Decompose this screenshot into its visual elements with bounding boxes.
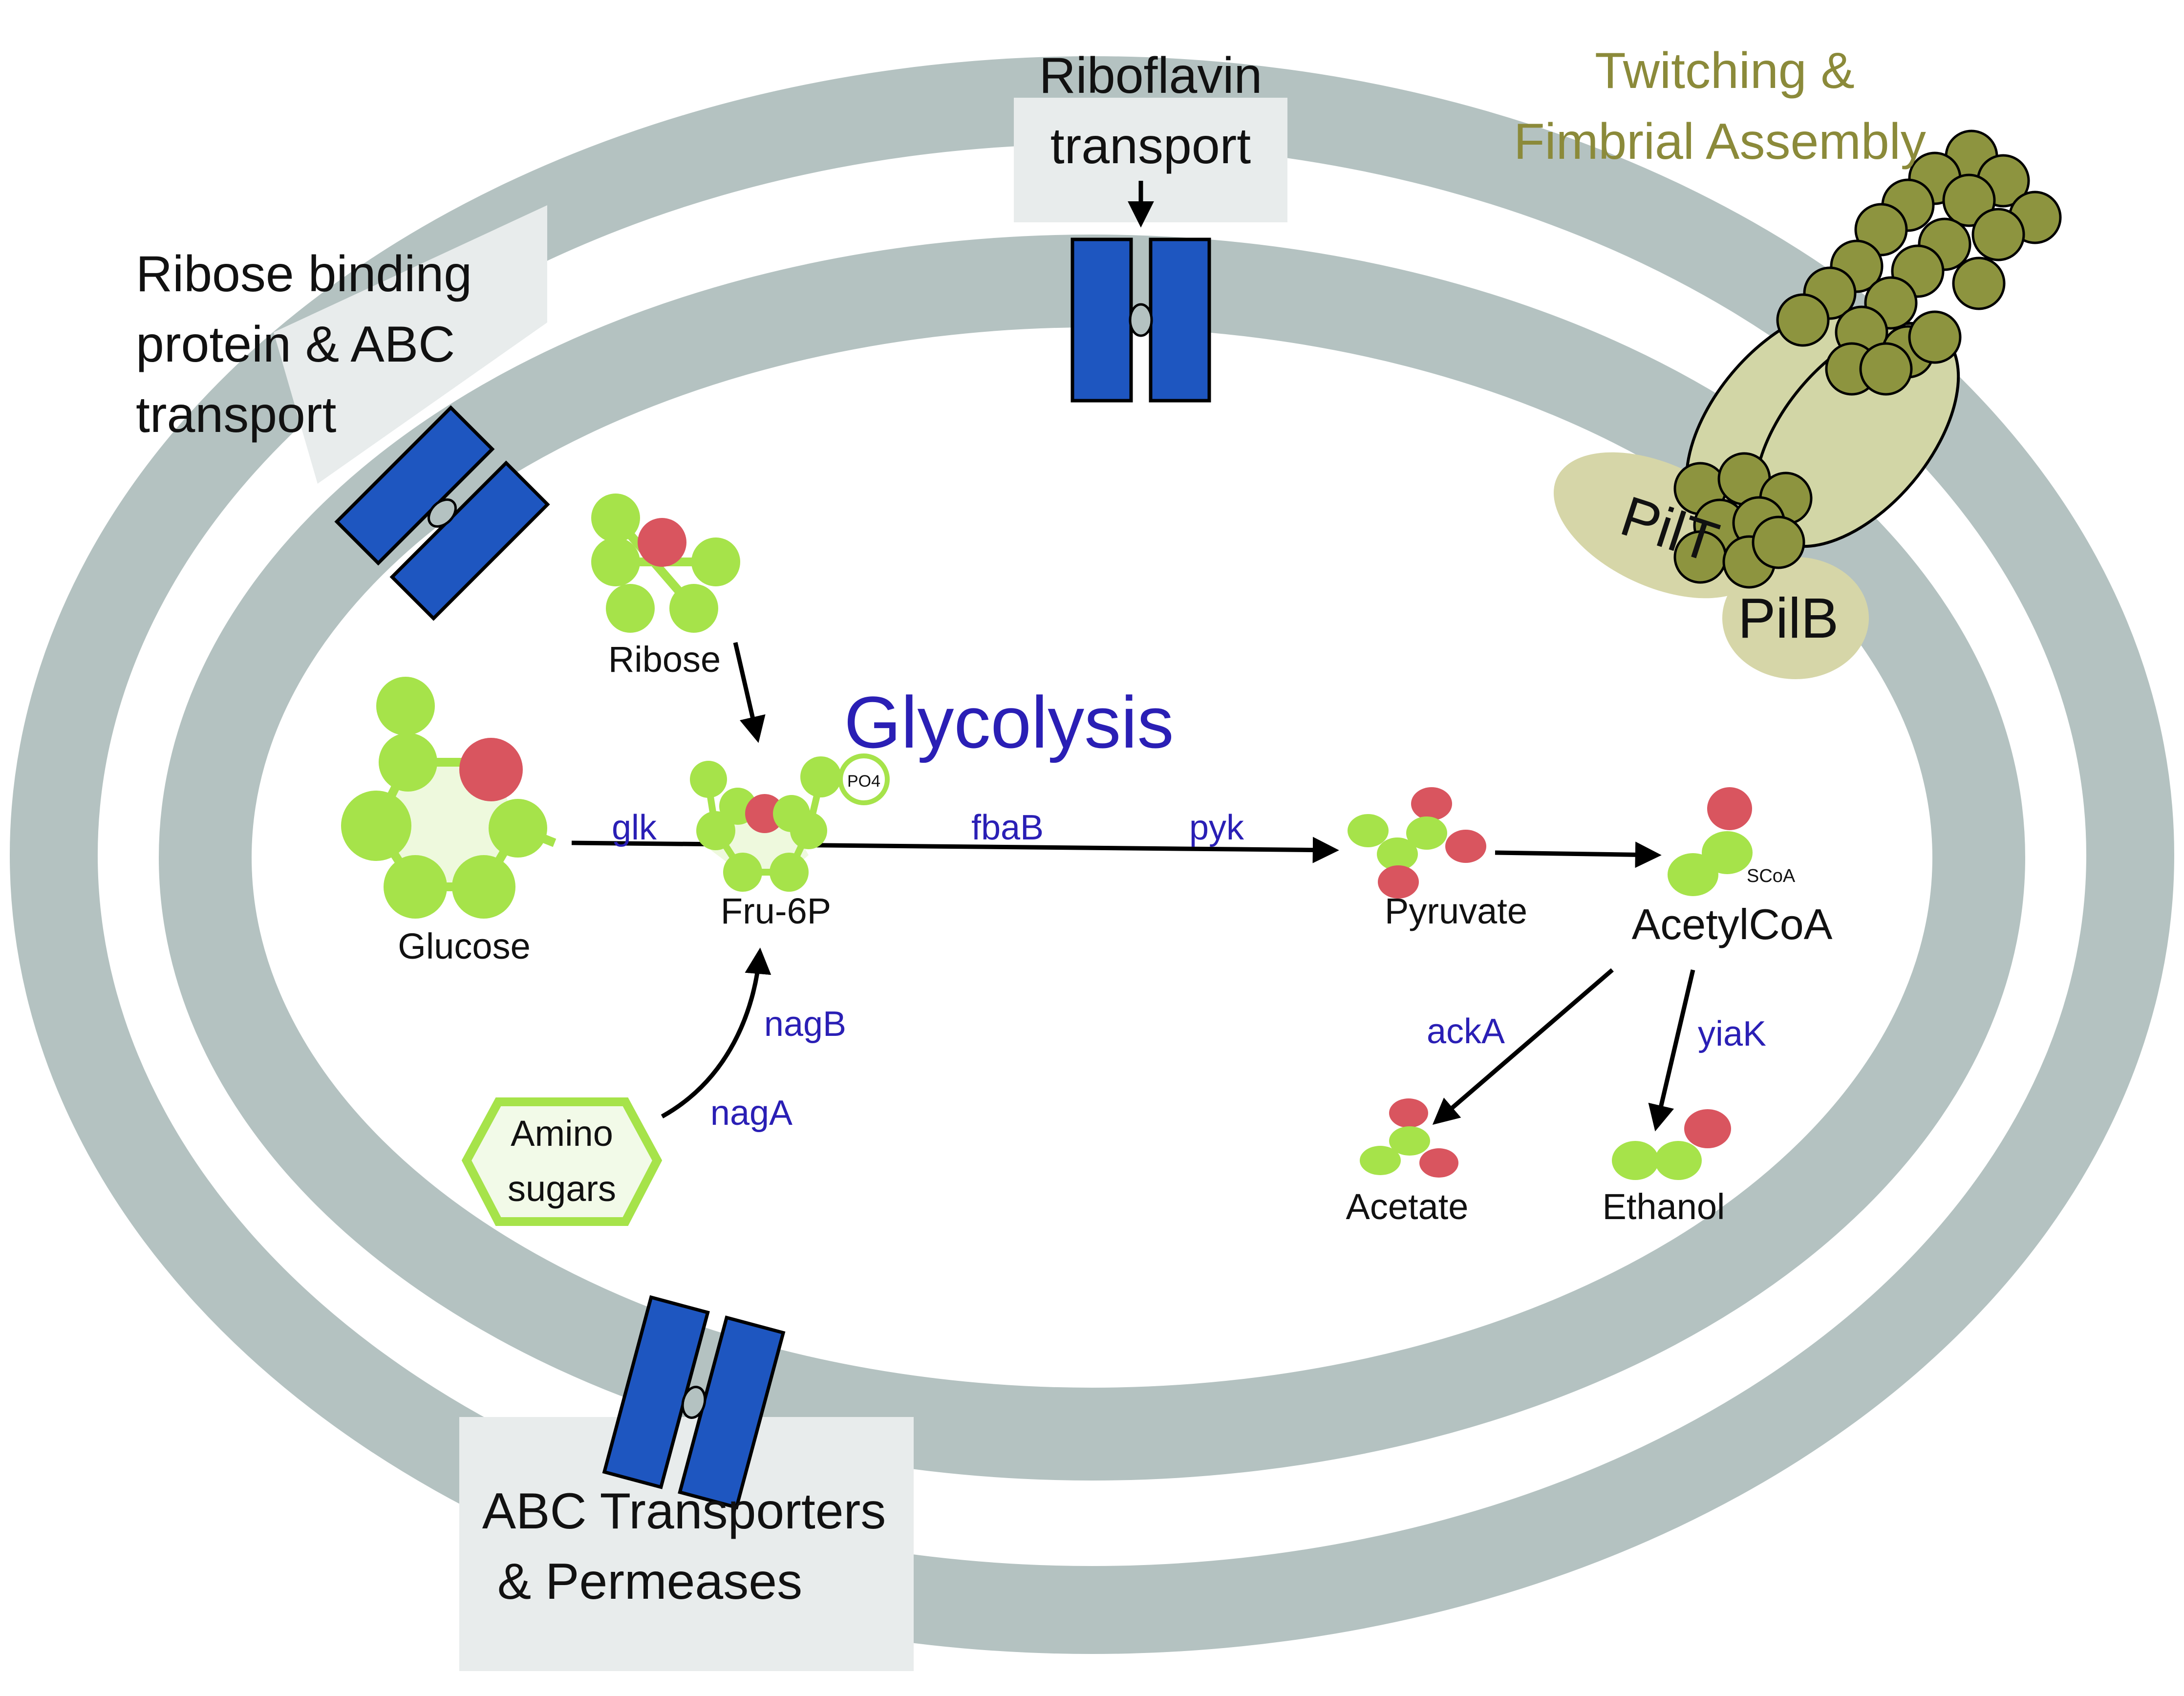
ribose-abc-label-line1: Ribose binding xyxy=(136,246,472,302)
ethanol-label: Ethanol xyxy=(1603,1186,1725,1227)
pyruvate-molecule xyxy=(1348,787,1486,899)
gene-yiaK: yiaK xyxy=(1698,1014,1766,1053)
acetylcoa-to-ethanol-arrow xyxy=(1648,969,1695,1132)
amino-sugars-label-line1: Amino xyxy=(511,1113,613,1154)
ribose-to-fru6p-arrow xyxy=(733,642,766,743)
gene-fbaB: fbaB xyxy=(971,808,1044,847)
abc-permeases-label-line2: & Permeases xyxy=(497,1553,802,1610)
fru6p-label: Fru-6P xyxy=(721,891,831,931)
gene-nagA: nagA xyxy=(710,1094,792,1133)
scoa-label: SCoA xyxy=(1747,866,1796,886)
glucose-label: Glucose xyxy=(398,926,530,966)
pilus-fiber xyxy=(1673,129,2062,589)
abc-membrane-highlight xyxy=(459,1417,914,1671)
po4-label: PO4 xyxy=(847,772,880,791)
pilB-label: PilB xyxy=(1738,586,1839,650)
gene-nagB: nagB xyxy=(764,1005,846,1044)
twitching-label-line2: Fimbrial Assembly xyxy=(1514,113,1926,170)
acetylcoa-to-acetate-arrow xyxy=(1432,968,1614,1125)
riboflavin-transporter xyxy=(1071,237,1211,403)
amino-sugars-hexagon xyxy=(461,1097,663,1226)
fru6p-molecule: PO4 xyxy=(690,753,890,892)
pilB-protein xyxy=(1722,557,1869,679)
glucose-molecule xyxy=(341,677,557,919)
aminosugars-to-fru6p-arrow xyxy=(661,947,771,1118)
gene-glk: glk xyxy=(612,808,657,847)
gene-pyk: pyk xyxy=(1189,808,1244,847)
po4-group xyxy=(838,753,890,805)
ethanol-molecule xyxy=(1612,1109,1731,1180)
riboflavin-label-line1: Riboflavin xyxy=(1039,47,1263,104)
acetate-label: Acetate xyxy=(1346,1186,1469,1227)
acetylcoa-molecule xyxy=(1668,787,1753,896)
riboflavin-label-line2: transport xyxy=(1050,118,1251,174)
ribose-transporter xyxy=(334,405,550,621)
ribose-membrane-highlight xyxy=(274,205,547,484)
glycolysis-title: Glycolysis xyxy=(844,681,1174,763)
pyruvate-to-acetylcoa-arrow xyxy=(1495,841,1662,868)
pyruvate-label: Pyruvate xyxy=(1385,891,1527,931)
abc-transporter xyxy=(602,1295,786,1510)
amino-sugars-label-line2: sugars xyxy=(508,1168,616,1209)
acetate-molecule xyxy=(1360,1098,1458,1178)
ribose-abc-label-line2: protein & ABC xyxy=(136,316,455,373)
gene-ackA: ackA xyxy=(1427,1012,1505,1051)
twitching-label-line1: Twitching & xyxy=(1595,43,1855,99)
ribose-molecule xyxy=(591,494,740,633)
acetylcoa-label: AcetylCoA xyxy=(1632,900,1833,948)
ribose-label: Ribose xyxy=(608,639,721,680)
glycolysis-main-arrow xyxy=(571,837,1339,863)
pathway-arrows xyxy=(571,181,1695,1132)
ribose-abc-label-line3: transport xyxy=(136,386,337,443)
abc-permeases-label-line1: ABC Transporters xyxy=(482,1483,886,1540)
riboflavin-membrane-highlight xyxy=(1014,98,1287,222)
